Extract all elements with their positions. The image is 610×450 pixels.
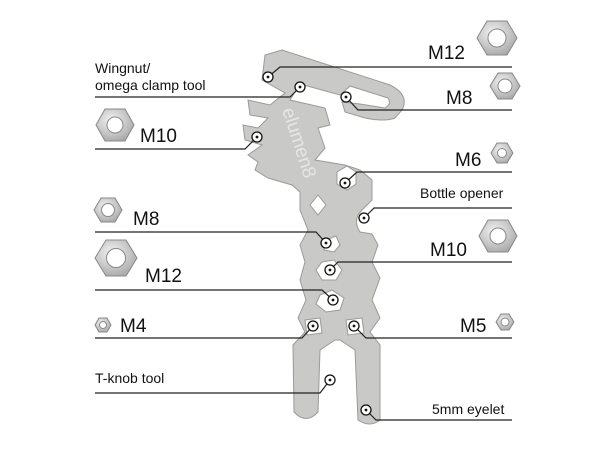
nut-m6 <box>490 142 514 164</box>
label-m4: M4 <box>120 316 147 337</box>
nut-m8-left <box>93 197 123 223</box>
label-m12-left: M12 <box>145 266 182 287</box>
label-5mm-eyelet: 5mm eyelet <box>432 401 505 417</box>
label-bottle-opener: Bottle opener <box>420 185 504 201</box>
label-m12-top: M12 <box>428 43 465 64</box>
nut-m10-left <box>95 108 135 142</box>
label-m5: M5 <box>460 316 487 337</box>
label-wingnut-line1: Wingnut/ <box>95 60 151 76</box>
label-tknob-tool: T-knob tool <box>95 370 165 386</box>
label-m10-left: M10 <box>140 126 177 147</box>
label-m8-left: M8 <box>133 209 160 230</box>
marker-centers <box>255 75 368 412</box>
hex-nuts <box>93 20 521 333</box>
nut-m12-left <box>94 239 138 277</box>
label-wingnut-line2: omega clamp tool <box>95 77 206 93</box>
multitool <box>242 49 405 425</box>
nut-m10-right <box>478 219 518 253</box>
nut-m5 <box>495 313 515 331</box>
nut-m8-top <box>489 72 521 100</box>
label-m10-right: M10 <box>430 240 467 261</box>
label-m6: M6 <box>455 150 482 171</box>
nut-m4 <box>94 317 112 333</box>
label-m8-top: M8 <box>446 88 473 109</box>
nut-m12-top <box>476 20 518 56</box>
